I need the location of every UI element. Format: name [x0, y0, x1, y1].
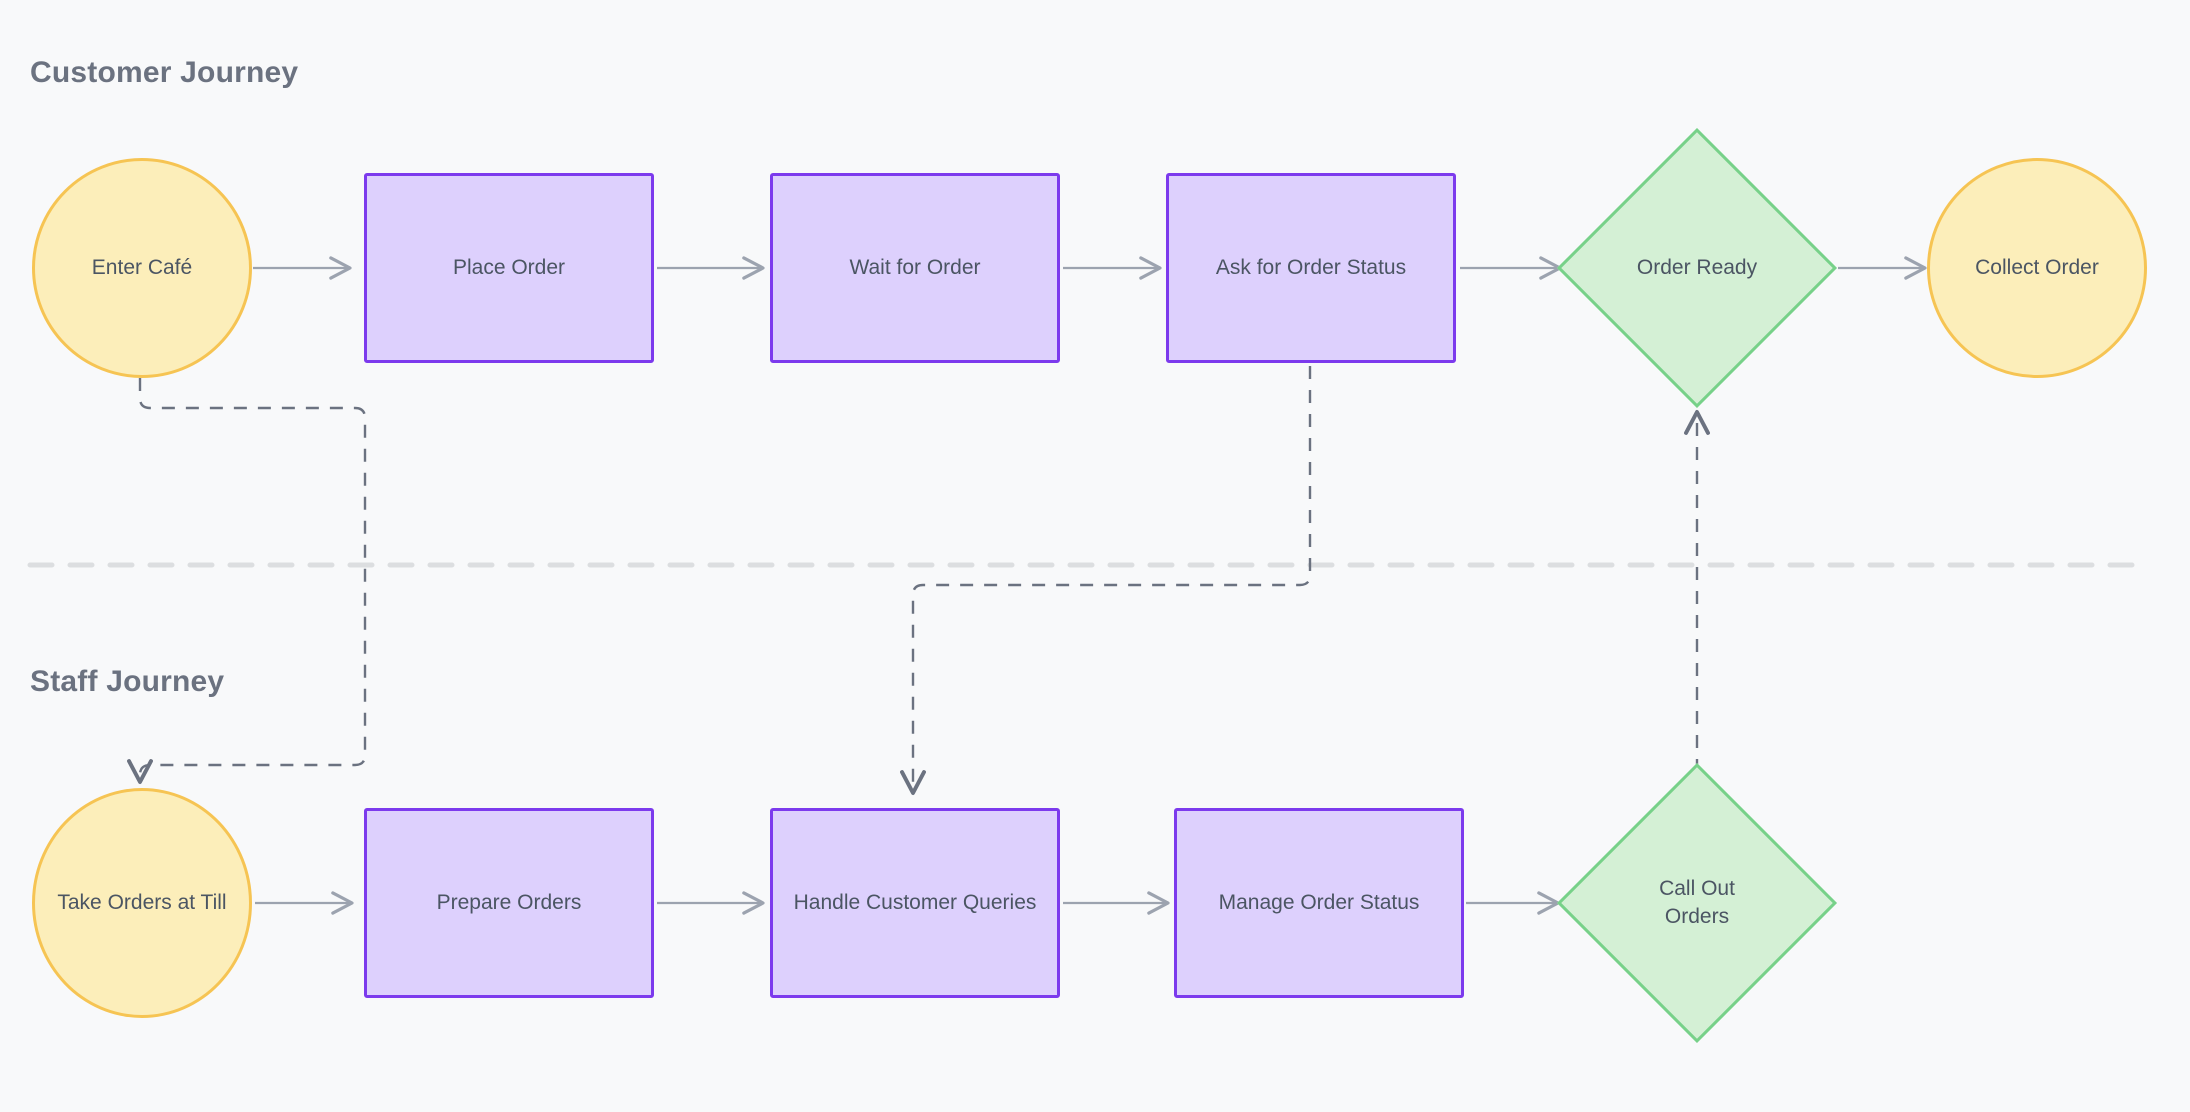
- node-handle-customer-queries[interactable]: Handle Customer Queries: [770, 808, 1060, 998]
- node-place-order[interactable]: Place Order: [364, 173, 654, 363]
- node-enter-cafe-label: Enter Café: [91, 255, 193, 279]
- node-manage-order-status[interactable]: Manage Order Status: [1174, 808, 1464, 998]
- node-wait-for-order-label: Wait for Order: [849, 255, 981, 279]
- node-ask-order-status-label: Ask for Order Status: [1215, 255, 1407, 279]
- node-call-out-orders[interactable]: Call Out Orders: [1557, 763, 1837, 1043]
- order-ready-diamond-shape: [1557, 128, 1837, 408]
- node-order-ready[interactable]: Order Ready: [1557, 128, 1837, 408]
- node-prepare-orders-label: Prepare Orders: [436, 890, 582, 914]
- dashed-link-enter-cafe-to-take-orders: [127, 378, 367, 784]
- node-take-orders-at-till[interactable]: Take Orders at Till: [32, 788, 252, 1018]
- node-collect-order[interactable]: Collect Order: [1927, 158, 2147, 378]
- node-manage-order-status-label: Manage Order Status: [1218, 890, 1420, 914]
- dashed-link-ask-order-status-to-handle-queries: [900, 366, 1312, 795]
- staff-journey-lane-title: Staff Journey: [30, 665, 225, 698]
- node-handle-customer-queries-label: Handle Customer Queries: [793, 890, 1037, 914]
- node-ask-order-status[interactable]: Ask for Order Status: [1166, 173, 1456, 363]
- node-prepare-orders[interactable]: Prepare Orders: [364, 808, 654, 998]
- node-place-order-label: Place Order: [452, 255, 566, 279]
- customer-journey-lane-title: Customer Journey: [30, 56, 299, 89]
- node-wait-for-order[interactable]: Wait for Order: [770, 173, 1060, 363]
- call-out-orders-diamond-shape: [1557, 763, 1837, 1043]
- node-take-orders-at-till-label: Take Orders at Till: [57, 890, 227, 914]
- node-collect-order-label: Collect Order: [1975, 255, 2099, 279]
- node-enter-cafe[interactable]: Enter Café: [32, 158, 252, 378]
